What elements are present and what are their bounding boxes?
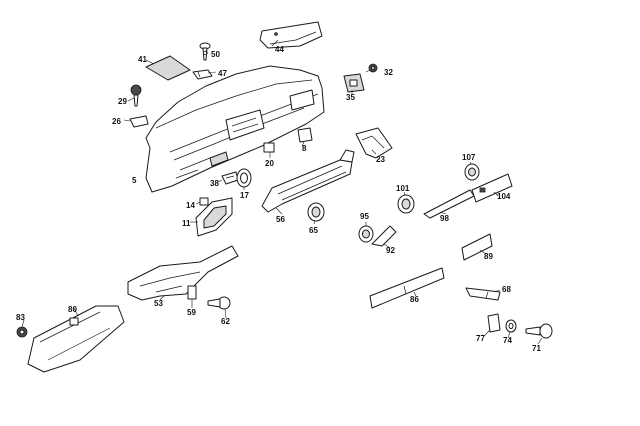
part-74-washer	[505, 319, 517, 333]
callout-38: 38	[210, 179, 219, 188]
callout-41: 41	[138, 55, 147, 64]
part-17-knob	[236, 168, 252, 188]
part-20-switch	[263, 142, 275, 153]
part-53-lower-panel	[127, 245, 239, 301]
part-44-cover-panel	[259, 21, 323, 49]
part-41-trim-piece	[145, 55, 191, 81]
callout-101: 101	[396, 184, 410, 193]
callout-20: 20	[265, 159, 274, 168]
part-29-bolt	[130, 84, 142, 107]
callout-17: 17	[240, 191, 249, 200]
part-71-screw	[525, 323, 553, 339]
callout-23: 23	[376, 155, 385, 164]
part-5-dashboard	[145, 65, 325, 193]
part-89-trim-strip	[461, 233, 493, 261]
part-95-knob	[358, 225, 374, 243]
callout-89: 89	[484, 252, 493, 261]
callout-83: 83	[16, 313, 25, 322]
callout-86: 86	[410, 295, 419, 304]
callout-50: 50	[211, 50, 220, 59]
part-35-holder	[343, 73, 365, 93]
callout-labels: 44 41 50 47 29 26 32 35 23 8 20 5 38 17 …	[16, 45, 541, 353]
callout-8: 8	[302, 144, 307, 153]
callout-107: 107	[462, 153, 476, 162]
part-14-button	[199, 197, 209, 206]
part-77-clip	[487, 313, 501, 333]
callout-26: 26	[112, 117, 121, 126]
part-47-clip	[192, 69, 213, 80]
part-56-console	[261, 149, 355, 213]
part-8-cover	[297, 127, 313, 143]
part-23-bracket	[355, 127, 393, 159]
callout-11: 11	[182, 219, 191, 228]
callout-59: 59	[187, 308, 196, 317]
part-32-nut	[368, 63, 378, 73]
callout-104: 104	[497, 192, 511, 201]
callout-95: 95	[360, 212, 369, 221]
part-98-trim-strip	[423, 189, 475, 219]
leader-lines	[21, 39, 543, 345]
part-92-wedge	[371, 225, 397, 247]
callout-71: 71	[532, 344, 541, 353]
callout-5: 5	[132, 176, 137, 185]
callout-32: 32	[384, 68, 393, 77]
callout-80: 80	[68, 305, 77, 314]
part-59-clip	[187, 285, 197, 300]
part-62-screw	[207, 296, 231, 310]
part-38-clip	[221, 171, 239, 185]
callout-98: 98	[440, 214, 449, 223]
part-65-vent	[307, 202, 325, 222]
part-107-knob	[464, 163, 480, 181]
part-80-glove-box	[27, 305, 125, 373]
callout-74: 74	[503, 336, 512, 345]
callout-65: 65	[309, 226, 318, 235]
callout-77: 77	[476, 334, 485, 343]
callout-44: 44	[275, 45, 284, 54]
callout-56: 56	[276, 215, 285, 224]
callout-62: 62	[221, 317, 230, 326]
callout-47: 47	[218, 69, 227, 78]
callout-29: 29	[118, 97, 127, 106]
callout-92: 92	[386, 246, 395, 255]
callout-14: 14	[186, 201, 195, 210]
callout-68: 68	[502, 285, 511, 294]
part-68-bracket	[465, 287, 501, 301]
part-83-nut	[16, 326, 28, 338]
part-104-panel	[471, 173, 513, 203]
part-26-bracket	[129, 115, 149, 128]
part-50-screw	[199, 42, 211, 61]
part-86-lower-trim	[369, 267, 445, 309]
callout-53: 53	[154, 299, 163, 308]
part-11-bezel	[195, 197, 233, 237]
callout-35: 35	[346, 93, 355, 102]
part-101-knob	[397, 194, 415, 214]
